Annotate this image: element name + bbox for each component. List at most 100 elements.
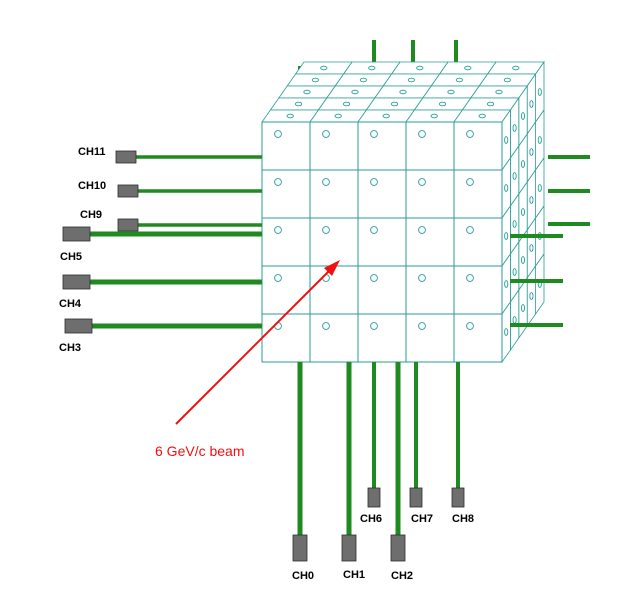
cube-cell-front xyxy=(357,265,407,315)
cube-cell-front xyxy=(357,121,407,171)
cube-hole xyxy=(274,274,282,282)
cube-right-face xyxy=(501,60,545,364)
cube-cell-front xyxy=(405,265,455,315)
cube-hole xyxy=(529,148,534,156)
connector-icon xyxy=(292,534,308,562)
cube-hole xyxy=(512,124,517,132)
cube-cell-top xyxy=(405,109,464,123)
cube-hole xyxy=(504,280,509,288)
cube-top-face xyxy=(261,61,545,123)
cube-cell-front xyxy=(453,265,503,315)
cube-hole xyxy=(529,292,534,300)
cube-hole xyxy=(370,178,378,186)
cube-hole xyxy=(466,178,474,186)
cube-cell-front xyxy=(405,217,455,267)
cube-hole xyxy=(294,101,303,107)
beam-arrow: 6 GeV/c beam xyxy=(155,260,340,459)
cube-hole xyxy=(274,178,282,186)
cube-hole xyxy=(418,226,426,234)
readout-connectors xyxy=(62,150,465,562)
cube-hole xyxy=(466,322,474,330)
connector-icon xyxy=(62,274,91,290)
cube-hole xyxy=(512,268,517,276)
cube-hole xyxy=(512,65,520,71)
cube-hole xyxy=(370,226,378,234)
cube-hole xyxy=(504,136,509,144)
channel-label-ch7: CH7 xyxy=(411,513,433,525)
cube-cell-top xyxy=(294,61,353,75)
cube-hole xyxy=(370,130,378,138)
cube-cell-top xyxy=(357,109,416,123)
cube-cell-front xyxy=(453,217,503,267)
cube-hole xyxy=(466,226,474,234)
scintillator-cube-array xyxy=(261,60,545,364)
connector-icon xyxy=(367,487,381,508)
channel-label-ch1: CH1 xyxy=(343,569,365,581)
cube-hole xyxy=(418,322,426,330)
cube-cell-top xyxy=(470,85,528,99)
cube-cell-front xyxy=(357,217,407,267)
cube-cell-front xyxy=(405,313,455,363)
cube-hole xyxy=(274,226,282,234)
cube-hole xyxy=(466,274,474,282)
channel-label-ch4: CH4 xyxy=(59,298,82,310)
connector-icon xyxy=(64,318,93,334)
cube-cell-top xyxy=(326,85,384,99)
cube-cell-front xyxy=(453,169,503,219)
cube-hole xyxy=(407,77,416,83)
cube-hole xyxy=(512,220,517,228)
cube-cell-front xyxy=(309,169,359,219)
cube-hole xyxy=(368,65,376,71)
beam-label: 6 GeV/c beam xyxy=(155,443,245,459)
channel-label-ch5: CH5 xyxy=(60,251,82,263)
cube-cell-top xyxy=(365,97,424,111)
cube-cell-front xyxy=(309,313,359,363)
cube-hole xyxy=(334,113,342,119)
channel-label-ch2: CH2 xyxy=(391,570,413,582)
cube-cell-top xyxy=(390,61,449,75)
channel-label-ch8: CH8 xyxy=(452,513,474,525)
cube-hole xyxy=(274,130,282,138)
cube-hole xyxy=(320,65,328,71)
cube-cell-top xyxy=(334,73,393,87)
connector-icon xyxy=(451,487,465,508)
channel-label-ch9: CH9 xyxy=(80,209,102,221)
channel-labels: CH11 CH10 CH9 CH5 CH4 CH3 CH0 CH1 CH2 CH… xyxy=(59,146,474,582)
cube-hole xyxy=(504,232,509,240)
cube-hole xyxy=(322,226,330,234)
connector-icon xyxy=(117,184,139,198)
cube-hole xyxy=(464,65,472,71)
connector-icon xyxy=(117,218,139,232)
cube-hole xyxy=(537,88,542,96)
cube-hole xyxy=(512,172,517,180)
channel-label-ch0: CH0 xyxy=(292,570,314,582)
cube-cell-top xyxy=(453,109,512,123)
cube-hole xyxy=(520,256,526,264)
cube-hole xyxy=(529,100,534,108)
channel-label-ch10: CH10 xyxy=(78,180,106,192)
cube-hole xyxy=(529,196,534,204)
cube-cell-front xyxy=(309,121,359,171)
cube-hole xyxy=(311,77,320,83)
cube-cell-top xyxy=(309,109,368,123)
cube-cell-front xyxy=(309,265,359,315)
cube-cell-top xyxy=(261,109,320,123)
cube-cell-top xyxy=(486,61,545,75)
cube-cell-top xyxy=(413,97,472,111)
cube-cell-top xyxy=(278,85,336,99)
cube-hole xyxy=(351,89,359,95)
cube-front-face xyxy=(261,121,503,363)
cube-hole xyxy=(447,89,455,95)
cube-cell-front xyxy=(309,217,359,267)
cube-hole xyxy=(503,77,512,83)
cube-hole xyxy=(382,113,390,119)
cube-cell-front xyxy=(453,313,503,363)
cube-hole xyxy=(303,89,311,95)
cube-hole xyxy=(286,113,294,119)
cube-hole xyxy=(370,274,378,282)
beam-arrow-head xyxy=(324,260,340,276)
cube-cell-front xyxy=(261,169,311,219)
cube-cell-top xyxy=(269,97,328,111)
channel-label-ch3: CH3 xyxy=(59,342,81,354)
cube-cell-top xyxy=(342,61,401,75)
